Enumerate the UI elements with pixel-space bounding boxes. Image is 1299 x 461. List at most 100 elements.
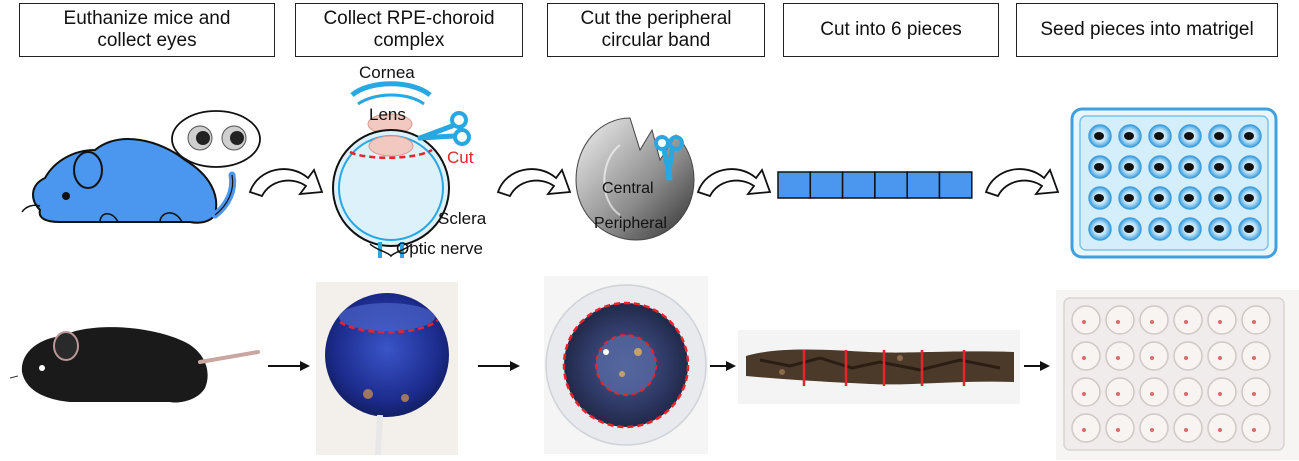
sclera-label: Sclera xyxy=(438,209,487,228)
strip-piece xyxy=(874,171,908,199)
photo-well xyxy=(1071,341,1101,371)
tissue-piece-dot xyxy=(1154,132,1164,140)
mouse-cartoon-icon xyxy=(21,138,237,224)
step-box-cut-pieces: Cut into 6 pieces xyxy=(783,3,999,57)
photo-well xyxy=(1241,341,1271,371)
tissue-piece-dot xyxy=(1244,194,1254,202)
scissors-icon xyxy=(417,111,471,146)
photo-well-dot xyxy=(1116,392,1120,396)
photo-well xyxy=(1173,341,1203,371)
tissue-piece-dot xyxy=(1214,225,1224,233)
curved-arrow-icon xyxy=(696,168,772,198)
optic-nerve-label: Optic nerve xyxy=(396,239,483,258)
photo-well xyxy=(1071,377,1101,407)
photo-well-dot xyxy=(1082,428,1086,432)
tissue-piece-dot xyxy=(1244,132,1254,140)
photo-well xyxy=(1105,377,1135,407)
photo-well xyxy=(1071,305,1101,335)
eyecup-photo xyxy=(544,276,708,454)
cornea-label: Cornea xyxy=(359,63,415,82)
photo-well-dot xyxy=(1184,428,1188,432)
photo-well xyxy=(1105,341,1135,371)
tissue-piece-dot xyxy=(1154,163,1164,171)
tissue-piece-dot xyxy=(1124,225,1134,233)
photo-well-dot xyxy=(1252,428,1256,432)
arrow-icon xyxy=(268,361,310,371)
photo-well xyxy=(1241,413,1271,443)
tissue-piece-dot xyxy=(1214,132,1224,140)
arrow-icon xyxy=(478,361,520,371)
plate-photo xyxy=(1056,290,1299,460)
tissue-piece-dot xyxy=(1124,194,1134,202)
scissors-icon xyxy=(654,135,684,181)
step-box-cut-band: Cut the peripheral circular band xyxy=(547,3,765,57)
photo-well-dot xyxy=(1116,356,1120,360)
photo-well-dot xyxy=(1082,356,1086,360)
photo-well xyxy=(1139,413,1169,443)
strip-piece xyxy=(906,171,941,199)
central-label: Central xyxy=(602,180,654,197)
tissue-piece-dot xyxy=(1154,194,1164,202)
photo-well xyxy=(1173,413,1203,443)
photo-well xyxy=(1105,413,1135,443)
photo-well xyxy=(1173,377,1203,407)
tissue-piece-dot xyxy=(1184,132,1194,140)
photo-well-dot xyxy=(1150,320,1154,324)
eyeball-photo xyxy=(316,282,458,456)
eyecup-band-schematic xyxy=(575,117,695,241)
strip-piece xyxy=(841,171,876,199)
strip-piece xyxy=(777,171,812,199)
tissue-piece-dot xyxy=(1184,163,1194,171)
curved-arrow-icon xyxy=(496,168,572,198)
photo-well-dot xyxy=(1082,392,1086,396)
pieces-strip-schematic xyxy=(777,171,973,199)
photo-well xyxy=(1139,377,1169,407)
photo-well xyxy=(1105,305,1135,335)
photo-well-dot xyxy=(1184,356,1188,360)
photo-well-dot xyxy=(1252,392,1256,396)
tissue-piece-dot xyxy=(1094,194,1104,202)
photo-well xyxy=(1241,305,1271,335)
photo-well-dot xyxy=(1150,428,1154,432)
photo-well xyxy=(1071,413,1101,443)
arrow-icon xyxy=(1024,361,1050,371)
tissue-piece-dot xyxy=(1094,225,1104,233)
photo-well-dot xyxy=(1252,320,1256,324)
photo-well-dot xyxy=(1150,392,1154,396)
photo-well xyxy=(1173,305,1203,335)
tissue-piece-dot xyxy=(1184,194,1194,202)
mouse-photo xyxy=(0,316,260,426)
strip-piece xyxy=(938,171,973,199)
photo-well-dot xyxy=(1218,320,1222,324)
tissue-piece-dot xyxy=(1124,163,1134,171)
photo-well-dot xyxy=(1116,320,1120,324)
photo-well xyxy=(1139,341,1169,371)
tissue-piece-dot xyxy=(1214,163,1224,171)
tissue-piece-dot xyxy=(1094,132,1104,140)
step-box-collect-rpe: Collect RPE-choroid complex xyxy=(295,3,523,57)
well-plate-schematic xyxy=(1070,107,1278,259)
photo-well-dot xyxy=(1252,356,1256,360)
tissue-strip-photo xyxy=(738,330,1020,404)
lens-label: Lens xyxy=(369,105,406,124)
tissue-piece-dot xyxy=(1244,163,1254,171)
step-box-euthanize: Euthanize mice and collect eyes xyxy=(19,3,275,57)
photo-well-dot xyxy=(1116,428,1120,432)
photo-well-dot xyxy=(1184,392,1188,396)
eyes-bubble-icon xyxy=(171,110,261,168)
photo-well-dot xyxy=(1184,320,1188,324)
peripheral-label: Peripheral xyxy=(594,215,667,232)
step-box-seed: Seed pieces into matrigel xyxy=(1016,3,1278,57)
photo-well xyxy=(1207,413,1237,443)
arrow-icon xyxy=(710,361,736,371)
photo-well xyxy=(1241,377,1271,407)
tissue-piece-dot xyxy=(1184,225,1194,233)
tissue-piece-dot xyxy=(1244,225,1254,233)
photo-well-dot xyxy=(1218,392,1222,396)
photo-well xyxy=(1207,377,1237,407)
tissue-piece-dot xyxy=(1124,132,1134,140)
photo-well-dot xyxy=(1218,356,1222,360)
tissue-piece-dot xyxy=(1154,225,1164,233)
photo-well-dot xyxy=(1218,428,1222,432)
